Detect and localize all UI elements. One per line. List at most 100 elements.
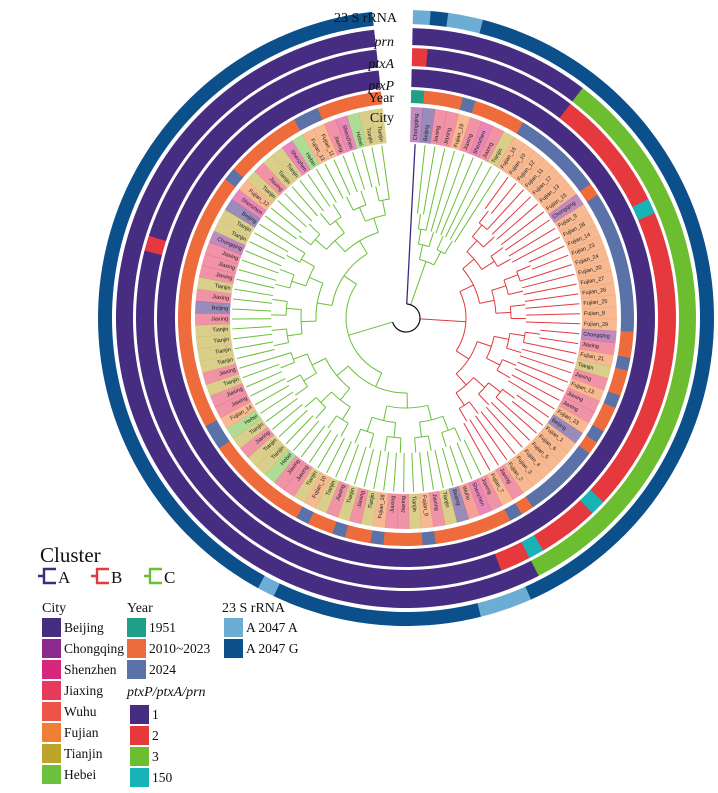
ring-cell-ptxP [636, 304, 655, 320]
ring-cell-ptxP [623, 234, 646, 254]
city-cell [226, 410, 262, 439]
branch [286, 307, 302, 311]
ring-cell-ptxP [322, 78, 342, 101]
ring-cell-rrna [163, 499, 186, 523]
ring-cell-prn [343, 584, 364, 605]
ring-cell-ptxA [136, 326, 156, 343]
ring-cell-ptxA [657, 303, 676, 320]
ring-cell-ptxA [440, 50, 459, 71]
ring-cell-prn [667, 381, 689, 402]
ring-label-prn: prn [374, 35, 394, 50]
city-cell [577, 348, 614, 368]
city-cell [559, 214, 596, 241]
ring-cell-ptxA [138, 265, 159, 284]
city-cell [209, 382, 247, 408]
ring-cell-rrna [697, 335, 714, 355]
ring-cell-prn [672, 252, 692, 273]
branch [496, 369, 511, 379]
city-cell [563, 387, 600, 413]
branch [234, 288, 273, 297]
ring-cell-ptxP [463, 76, 483, 99]
leaf-label: Fujian_9 [421, 495, 429, 517]
legend-city-swatch [42, 744, 61, 763]
branch [475, 415, 508, 461]
branch [353, 446, 367, 485]
branch [343, 275, 357, 285]
branch [348, 321, 393, 336]
city-cell [527, 438, 561, 471]
city-cell [440, 111, 460, 148]
leaf-label: Jiaxing [211, 316, 228, 322]
branch [468, 401, 479, 415]
branch [291, 280, 307, 287]
branch [514, 368, 564, 392]
legend-city-label: Jiaxing [64, 683, 103, 698]
ring-cell-rrna [527, 37, 550, 58]
leaf-label: Fujian_20 [578, 265, 603, 277]
city-cell [291, 134, 320, 170]
branch [382, 200, 386, 216]
ring-cell-ptxA [136, 295, 155, 313]
branch [291, 186, 318, 217]
ring-cell-year [205, 419, 223, 438]
ring-cell-ptxP [210, 460, 234, 484]
ring-cell-year [194, 397, 212, 415]
branch [471, 224, 483, 237]
ring-cell-ptxA [559, 103, 583, 128]
ring-cell-prn [150, 447, 174, 471]
ring-cell-ptxA [642, 390, 665, 411]
ring-cell-prn [584, 98, 609, 123]
branch [425, 215, 430, 231]
ring-cell-prn [308, 39, 330, 61]
city-cell [205, 241, 242, 265]
leaf-label: Tianjin [223, 377, 240, 388]
ring-cell-rrna [257, 575, 280, 597]
branch [284, 192, 313, 222]
ring-cell-year [178, 337, 194, 353]
legend-profile-swatch [130, 726, 149, 745]
legend-city-title: City [42, 601, 66, 616]
ring-cell-rrna [695, 266, 713, 286]
ring-cell-rrna [289, 590, 312, 610]
ring-cell-prn [340, 32, 361, 52]
ring-cell-year [342, 95, 359, 112]
city-cell [554, 203, 590, 232]
ring-cell-ptxA [394, 569, 411, 588]
ring-cell-rrna [651, 464, 674, 487]
ring-cell-prn [518, 53, 541, 77]
ring-cell-prn [116, 310, 134, 329]
branch [490, 182, 517, 214]
city-cell [396, 493, 410, 529]
legend-rrna-label: A 2047 A [246, 620, 298, 635]
branch [287, 333, 303, 337]
city-cell [199, 353, 237, 374]
branch [525, 331, 541, 335]
ring-cell-ptxP [435, 544, 453, 565]
ring-cell-year [586, 194, 605, 213]
branch [276, 352, 292, 358]
ring-cell-ptxA [581, 124, 606, 148]
leaf-label: Tianjin [368, 492, 377, 509]
branch [294, 386, 308, 396]
ring-cell-ptxP [424, 69, 441, 90]
branch [440, 157, 474, 236]
ring-cell-ptxP [350, 72, 368, 93]
ring-cell-ptxA [409, 569, 426, 588]
legend-city-label: Beijing [64, 620, 104, 635]
branch [242, 363, 280, 379]
branch [307, 174, 331, 207]
ring-cell-ptxP [613, 208, 636, 229]
ring-cell-year [619, 331, 634, 346]
ring-cell-ptxP [157, 283, 178, 300]
ring-cell-rrna [354, 11, 374, 29]
branch [335, 220, 345, 234]
branch [399, 437, 402, 453]
ring-cell-prn [651, 190, 674, 213]
ring-cell-rrna [254, 41, 277, 62]
branch [516, 394, 550, 418]
branch [490, 402, 531, 441]
branch [241, 259, 279, 274]
branch [359, 240, 368, 255]
branch [317, 302, 333, 307]
ring-cell-prn [650, 425, 673, 449]
